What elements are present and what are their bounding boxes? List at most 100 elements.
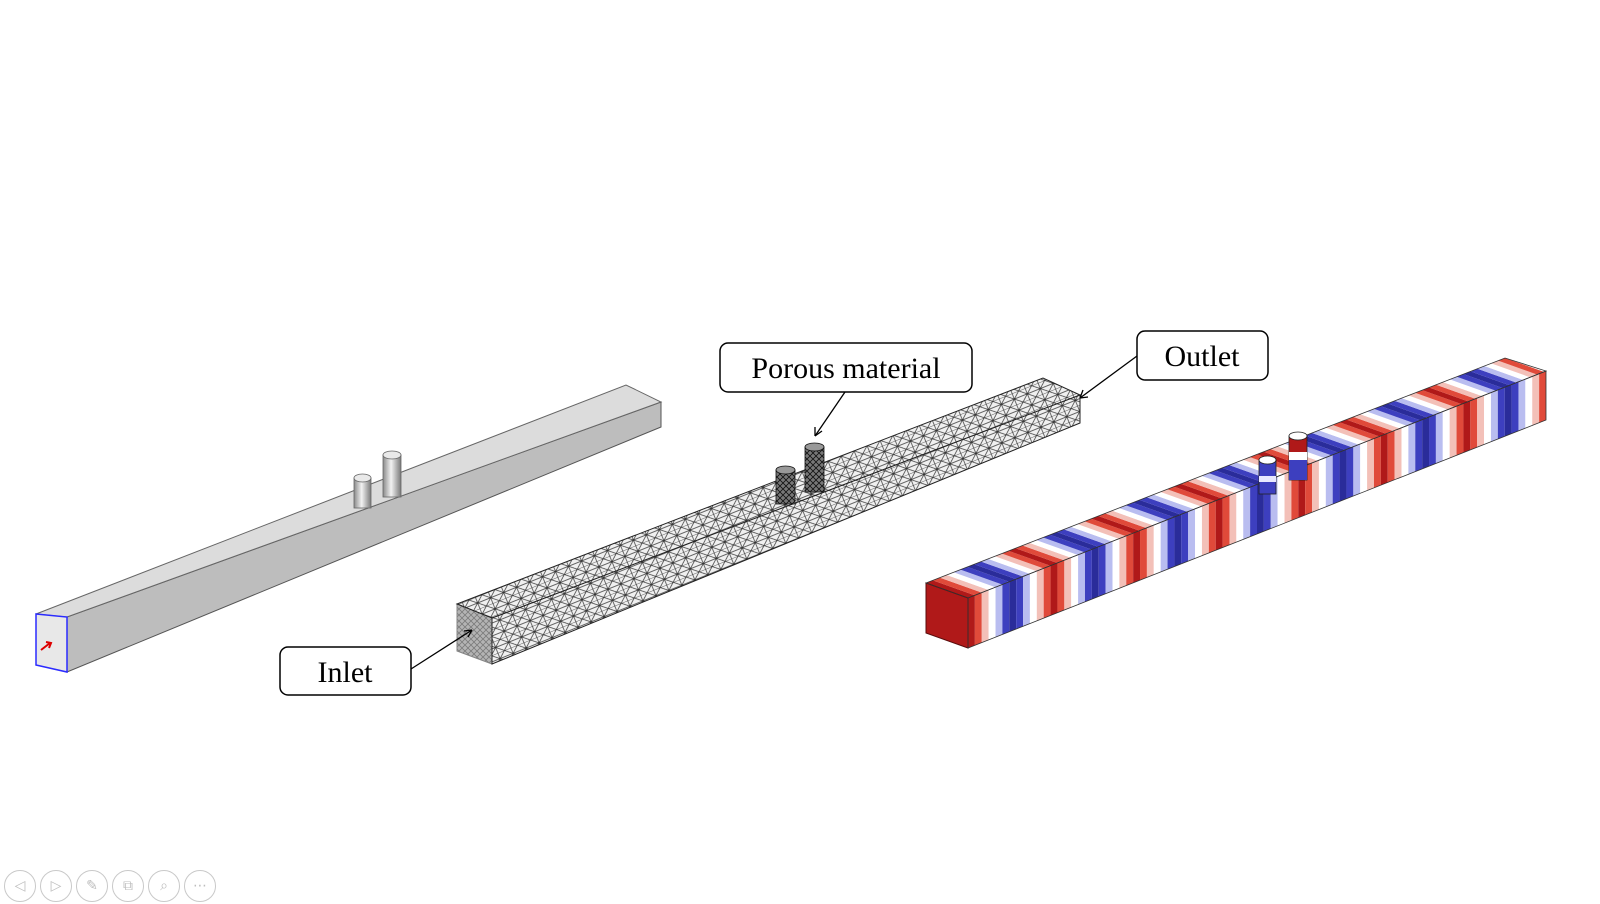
field-top-stripe	[1029, 540, 1079, 558]
field-top-stripe	[1194, 475, 1244, 494]
geometry-model	[35, 384, 663, 673]
pen-icon: ✎	[86, 878, 98, 894]
field-side-stripe	[995, 584, 1003, 638]
field-side-stripe	[1490, 389, 1498, 443]
magnifier-icon: ⌕	[160, 878, 168, 894]
field-side-stripe	[1456, 403, 1464, 457]
field-top-stripe	[1415, 390, 1465, 408]
zoom-button[interactable]: ⌕	[148, 870, 180, 902]
field-side-stripe	[1525, 376, 1533, 430]
field-side-stripe	[1215, 498, 1223, 551]
field-side-stripe	[1009, 579, 1017, 632]
field-side-stripe	[1098, 543, 1106, 597]
previous-slide-button[interactable]: ◁	[4, 870, 36, 902]
next-slide-button[interactable]: ▷	[40, 870, 72, 902]
field-top-stripe	[960, 566, 1010, 585]
field-side-stripe	[1442, 408, 1450, 462]
field-side-stripe	[1380, 433, 1388, 486]
field-side-stripe	[1339, 449, 1347, 503]
pen-tool-button[interactable]: ✎	[76, 870, 108, 902]
field-top-stripe	[1332, 422, 1382, 440]
field-side-stripe	[1312, 460, 1319, 513]
field-top-stripe	[1449, 376, 1499, 395]
field-top-stripe	[1043, 534, 1093, 553]
field-side-stripe	[1181, 511, 1189, 565]
field-side-stripe	[1387, 430, 1395, 484]
more-options-button[interactable]: ⋯	[184, 870, 216, 902]
field-side-stripe	[1050, 562, 1058, 616]
field-side-stripe	[1408, 422, 1416, 476]
field-side-stripe	[1140, 527, 1147, 581]
field-side-stripe	[1174, 514, 1182, 567]
field-top-stripe	[932, 577, 982, 596]
field-side-stripe	[1291, 468, 1299, 521]
field-top-stripe	[1470, 368, 1520, 387]
geometry-cylinder-2	[382, 450, 402, 498]
field-side-stripe	[974, 592, 982, 646]
field-top-stripe	[939, 574, 989, 593]
field-top-stripe	[1091, 516, 1141, 534]
inlet-arrow-icon	[40, 641, 53, 651]
field-top-stripe	[1056, 529, 1106, 548]
field-side-stripe	[1160, 519, 1168, 573]
field-top-stripe	[1008, 548, 1058, 566]
field-side-stripe	[1201, 503, 1209, 557]
field-side-stripe	[1153, 522, 1161, 576]
slides-overview-button[interactable]: ⧉	[112, 870, 144, 902]
field-side-stripe	[1236, 489, 1244, 543]
field-top-stripe	[981, 558, 1031, 577]
field-top-stripe	[1325, 424, 1375, 443]
field-top-stripe	[1077, 521, 1127, 540]
field-side-stripe	[1222, 495, 1230, 549]
field-side-stripe	[1057, 560, 1065, 613]
field-top-stripe	[1167, 486, 1217, 505]
field-top-stripe	[1015, 545, 1065, 564]
mesh-model	[455, 377, 1082, 665]
field-top-stripe	[1139, 497, 1189, 515]
field-top-stripe	[1146, 494, 1196, 513]
field-top-stripe	[988, 556, 1037, 574]
slides-icon: ⧉	[123, 878, 133, 894]
field-top-stripe	[1387, 400, 1437, 419]
field-side-stripe	[1084, 549, 1092, 603]
field-side-stripe	[1470, 398, 1478, 451]
field-top-stripe	[974, 561, 1024, 580]
field-top-stripe	[994, 553, 1044, 572]
field-side-stripe	[981, 589, 989, 643]
field-side-stripe	[1167, 516, 1175, 570]
field-side-stripe	[1435, 411, 1443, 465]
field-side-stripe	[1105, 541, 1113, 594]
field-top-stripe	[1208, 470, 1258, 489]
field-side-stripe	[1078, 552, 1085, 605]
field-side-stripe	[1318, 457, 1326, 511]
field-top-stripe	[1022, 542, 1072, 561]
field-top-stripe	[1477, 366, 1527, 384]
field-top-stripe	[1484, 363, 1534, 382]
callout-porous-material: Porous material	[719, 342, 973, 437]
field-side-stripe	[1367, 438, 1374, 492]
field-side-stripe	[1415, 419, 1423, 473]
field-side-stripe	[1243, 487, 1251, 540]
field-side-stripe	[1277, 473, 1285, 527]
callout-arrowhead	[1079, 389, 1089, 399]
field-top-stripe	[1394, 398, 1444, 416]
mesh-inlet-face	[456, 603, 493, 665]
field-top-stripe	[1442, 379, 1492, 398]
field-side-stripe	[988, 587, 996, 640]
field-top-stripe	[1298, 435, 1348, 454]
field-top-stripe	[1153, 491, 1203, 510]
field-top-stripe	[1318, 427, 1368, 446]
field-top-stripe	[967, 564, 1017, 582]
field-side-stripe	[1539, 371, 1546, 424]
field-side-stripe	[1064, 557, 1072, 611]
field-side-stripe	[1497, 387, 1505, 440]
field-top-stripe	[1174, 483, 1224, 502]
field-top-stripe	[1112, 508, 1161, 526]
field-side-stripe	[1332, 452, 1340, 505]
field-top-stripe	[1305, 433, 1354, 451]
field-side-stripe	[1346, 446, 1354, 500]
field-side-stripe	[1208, 500, 1216, 554]
field-side-stripe	[1146, 525, 1154, 578]
field-top-stripe	[1215, 467, 1265, 486]
field-side-stripe	[1043, 565, 1051, 619]
